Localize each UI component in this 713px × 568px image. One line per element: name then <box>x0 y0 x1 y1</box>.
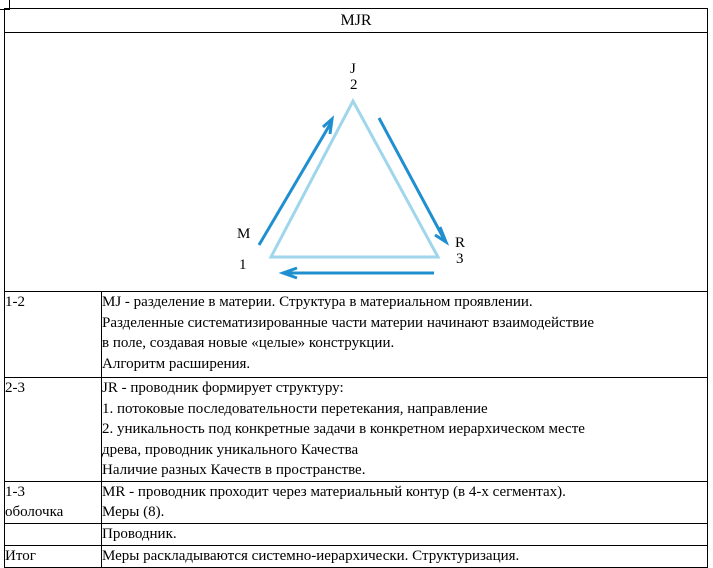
row-text-line: 1. потоковые последовательности перетека… <box>102 400 488 417</box>
row-text-line: Алгоритм расширения. <box>102 355 251 372</box>
triangle-diagram: J 2 M 1 R 3 <box>237 61 465 280</box>
row-text-line: в поле, создавая новые «целые» конструкц… <box>102 335 395 351</box>
row-text-line: Проводник. <box>102 525 177 542</box>
row-text-line: Разделенные систематизированные части ма… <box>102 314 595 331</box>
table-row: Проводник. <box>4 522 708 546</box>
arrowhead-m-to-j <box>322 115 335 135</box>
row-label-line: Итог <box>5 547 36 564</box>
arrow-m-to-j <box>257 120 334 246</box>
row-text-line: древа, проводник уникального Качества <box>102 441 359 458</box>
row-label: 1-3 оболочка <box>4 480 102 524</box>
row-text-line: Меры раскладываются системно-иерархическ… <box>102 547 520 564</box>
vertex-m-number: 1 <box>239 257 247 273</box>
row-text-line: 2. уникальность под конкретные задачи в … <box>102 421 585 437</box>
row-label <box>4 522 102 546</box>
row-label-line: оболочка <box>5 503 64 520</box>
table-row: 1-3 оболочка MR - проводник проходит чер… <box>4 480 708 524</box>
diagram-cell: J 2 M 1 R 3 <box>4 32 708 292</box>
row-content: Проводник. <box>101 522 708 546</box>
triangle-shape <box>268 97 441 259</box>
row-label: 1-2 <box>4 291 102 378</box>
vertex-r-number: 3 <box>456 251 464 267</box>
row-label-line: 2-3 <box>5 380 25 396</box>
vertex-j-number: 2 <box>350 77 358 93</box>
row-content: JR - проводник формирует структуру: 1. п… <box>101 377 708 482</box>
row-text-line: Наличие разных Качеств в пространстве. <box>102 462 366 478</box>
vertex-r-letter: R <box>455 235 465 251</box>
table-row: Итог Меры раскладываются системно-иерарх… <box>4 544 708 568</box>
mjr-table: MJR J 2 M 1 R 3 <box>4 8 708 568</box>
arrowhead-j-to-r <box>434 226 450 246</box>
row-text-line: MR - проводник проходит через материальн… <box>102 483 566 500</box>
table-row: 1-2 MJ - разделение в материи. Структура… <box>4 291 708 378</box>
table-title: MJR <box>4 8 708 33</box>
row-label-line: 1-2 <box>5 294 25 310</box>
row-text-line: JR - проводник формирует структуру: <box>102 380 344 396</box>
row-content: MR - проводник проходит через материальн… <box>101 480 708 524</box>
row-content: MJ - разделение в материи. Структура в м… <box>101 291 708 378</box>
row-content: Меры раскладываются системно-иерархическ… <box>101 544 708 568</box>
arrowhead-r-to-m <box>278 266 298 280</box>
row-label-line: 1-3 <box>5 483 25 500</box>
vertex-j-letter: J <box>350 61 356 77</box>
row-label: 2-3 <box>4 377 102 482</box>
row-label: Итог <box>4 544 102 568</box>
arrow-j-to-r <box>377 117 447 242</box>
row-text-line: Меры (8). <box>102 504 165 520</box>
vertex-m-letter: M <box>237 226 250 242</box>
table-row: 2-3 JR - проводник формирует структуру: … <box>4 377 708 482</box>
row-text-line: MJ - разделение в материи. Структура в м… <box>102 294 533 310</box>
